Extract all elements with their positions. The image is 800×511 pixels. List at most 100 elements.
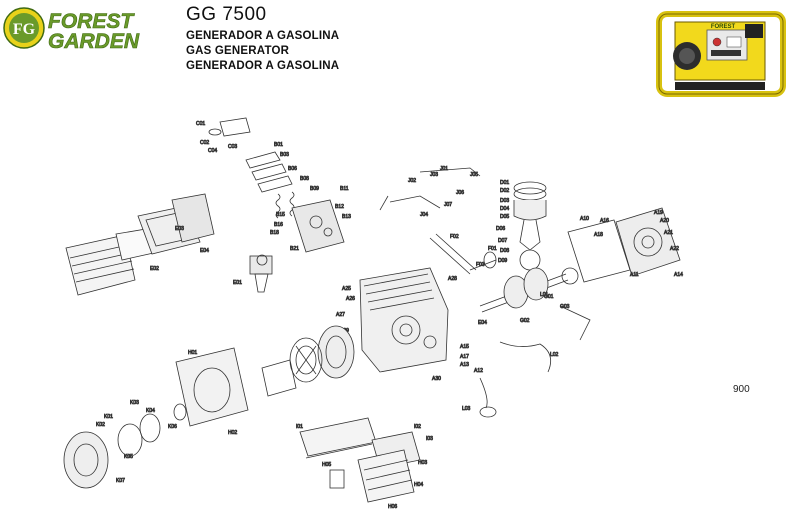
svg-text:L01: L01	[540, 292, 549, 298]
svg-text:B12: B12	[335, 204, 344, 210]
svg-text:D07: D07	[498, 238, 507, 244]
svg-text:D09: D09	[498, 258, 507, 264]
subtitle-line-3: GENERADOR A GASOLINA	[186, 60, 340, 72]
flywheel	[317, 325, 355, 379]
fan-shroud	[175, 347, 249, 427]
svg-text:H02: H02	[228, 430, 237, 436]
svg-text:D03: D03	[500, 198, 509, 204]
air-filter-cover	[65, 234, 136, 296]
svg-text:D01: D01	[500, 180, 509, 186]
valve-cover-gasket	[208, 117, 251, 137]
svg-text:A30: A30	[432, 376, 441, 382]
svg-text:FOREST: FOREST	[48, 10, 135, 33]
svg-text:A17: A17	[460, 354, 469, 360]
svg-text:H05: H05	[322, 462, 331, 468]
crankcase-cover	[615, 207, 681, 277]
svg-text:E04: E04	[478, 320, 487, 326]
svg-text:C01: C01	[196, 121, 205, 127]
piston-assembly	[513, 181, 547, 271]
subtitle-line-1: GENERADOR A GASOLINA	[186, 30, 340, 42]
svg-text:B01: B01	[274, 142, 283, 148]
subtitle-line-2: GAS GENERATOR	[186, 45, 290, 57]
svg-text:H03: H03	[418, 460, 427, 466]
throttle-linkage	[379, 167, 481, 211]
svg-text:A28: A28	[448, 276, 457, 282]
recoil-starter	[63, 403, 187, 489]
crankshaft	[479, 267, 579, 313]
push-rods	[429, 233, 497, 275]
svg-text:K03: K03	[130, 400, 139, 406]
svg-text:B03: B03	[280, 152, 289, 158]
svg-text:L02: L02	[550, 352, 559, 358]
svg-text:K05: K05	[124, 454, 133, 460]
svg-text:B16: B16	[274, 222, 283, 228]
muffler	[329, 431, 421, 503]
svg-text:K02: K02	[96, 422, 105, 428]
engine-block	[359, 267, 449, 373]
svg-text:B18: B18	[270, 230, 279, 236]
svg-text:D04: D04	[500, 206, 509, 212]
svg-text:E03: E03	[175, 226, 184, 232]
svg-text:E02: E02	[150, 266, 159, 272]
svg-text:A18: A18	[594, 232, 603, 238]
svg-text:G02: G02	[520, 318, 530, 324]
svg-text:C04: C04	[208, 148, 217, 154]
svg-text:K04: K04	[146, 408, 155, 414]
svg-text:A21: A21	[664, 230, 673, 236]
ignition-coil	[261, 359, 297, 397]
svg-text:J01: J01	[440, 166, 448, 172]
svg-text:A14: A14	[674, 272, 683, 278]
svg-text:B13: B13	[342, 214, 351, 220]
svg-text:A26: A26	[346, 296, 355, 302]
svg-text:A27: A27	[336, 312, 345, 318]
svg-text:J05: J05	[470, 172, 478, 178]
svg-text:A22: A22	[670, 246, 679, 252]
svg-text:F03: F03	[476, 262, 485, 268]
svg-text:B06: B06	[288, 166, 297, 172]
svg-text:A12: A12	[474, 368, 483, 374]
svg-text:I02: I02	[414, 424, 421, 430]
cylinder-head	[291, 199, 345, 253]
svg-text:C02: C02	[200, 140, 209, 146]
svg-text:H06: H06	[388, 504, 397, 510]
muffler-bracket	[299, 417, 377, 459]
svg-text:K06: K06	[168, 424, 177, 430]
svg-text:A13: A13	[460, 362, 469, 368]
svg-text:C03: C03	[228, 144, 237, 150]
svg-text:A19: A19	[654, 210, 663, 216]
svg-text:D05: D05	[500, 214, 509, 220]
svg-text:F02: F02	[450, 234, 459, 240]
svg-text:H04: H04	[414, 482, 423, 488]
svg-text:J03: J03	[430, 172, 438, 178]
svg-text:GARDEN: GARDEN	[48, 30, 140, 52]
svg-text:I03: I03	[426, 436, 433, 442]
svg-text:B08: B08	[300, 176, 309, 182]
svg-text:J06: J06	[456, 190, 464, 196]
svg-text:J04: J04	[420, 212, 428, 218]
svg-text:D02: D02	[500, 188, 509, 194]
svg-text:K07: K07	[116, 478, 125, 484]
exploded-parts-diagram: E02 E04 E03 E01 C01 C02 C04 C03 B01 B03 …	[63, 117, 684, 510]
svg-text:A11: A11	[630, 272, 639, 278]
page-number: 900	[733, 384, 750, 395]
svg-text:FOREST: FOREST	[711, 24, 736, 30]
svg-text:A25: A25	[342, 286, 351, 292]
svg-text:F01: F01	[488, 246, 497, 252]
valve-springs	[275, 191, 295, 219]
air-filter-base	[137, 193, 215, 255]
svg-text:D08: D08	[500, 248, 509, 254]
svg-text:I01: I01	[296, 424, 303, 430]
carburetor	[249, 254, 273, 293]
svg-text:K01: K01	[104, 414, 113, 420]
svg-text:E04: E04	[200, 248, 209, 254]
svg-text:J02: J02	[408, 178, 416, 184]
crankcase-gasket	[567, 219, 631, 283]
brand-logo: FG FOREST GARDEN	[3, 7, 140, 52]
oil-sensor-wiring	[479, 305, 591, 418]
svg-text:B15: B15	[276, 212, 285, 218]
svg-text:B09: B09	[310, 186, 319, 192]
svg-text:A20: A20	[660, 218, 669, 224]
cooling-fan	[289, 337, 323, 383]
svg-text:A10: A10	[580, 216, 589, 222]
svg-text:FG: FG	[13, 21, 36, 38]
